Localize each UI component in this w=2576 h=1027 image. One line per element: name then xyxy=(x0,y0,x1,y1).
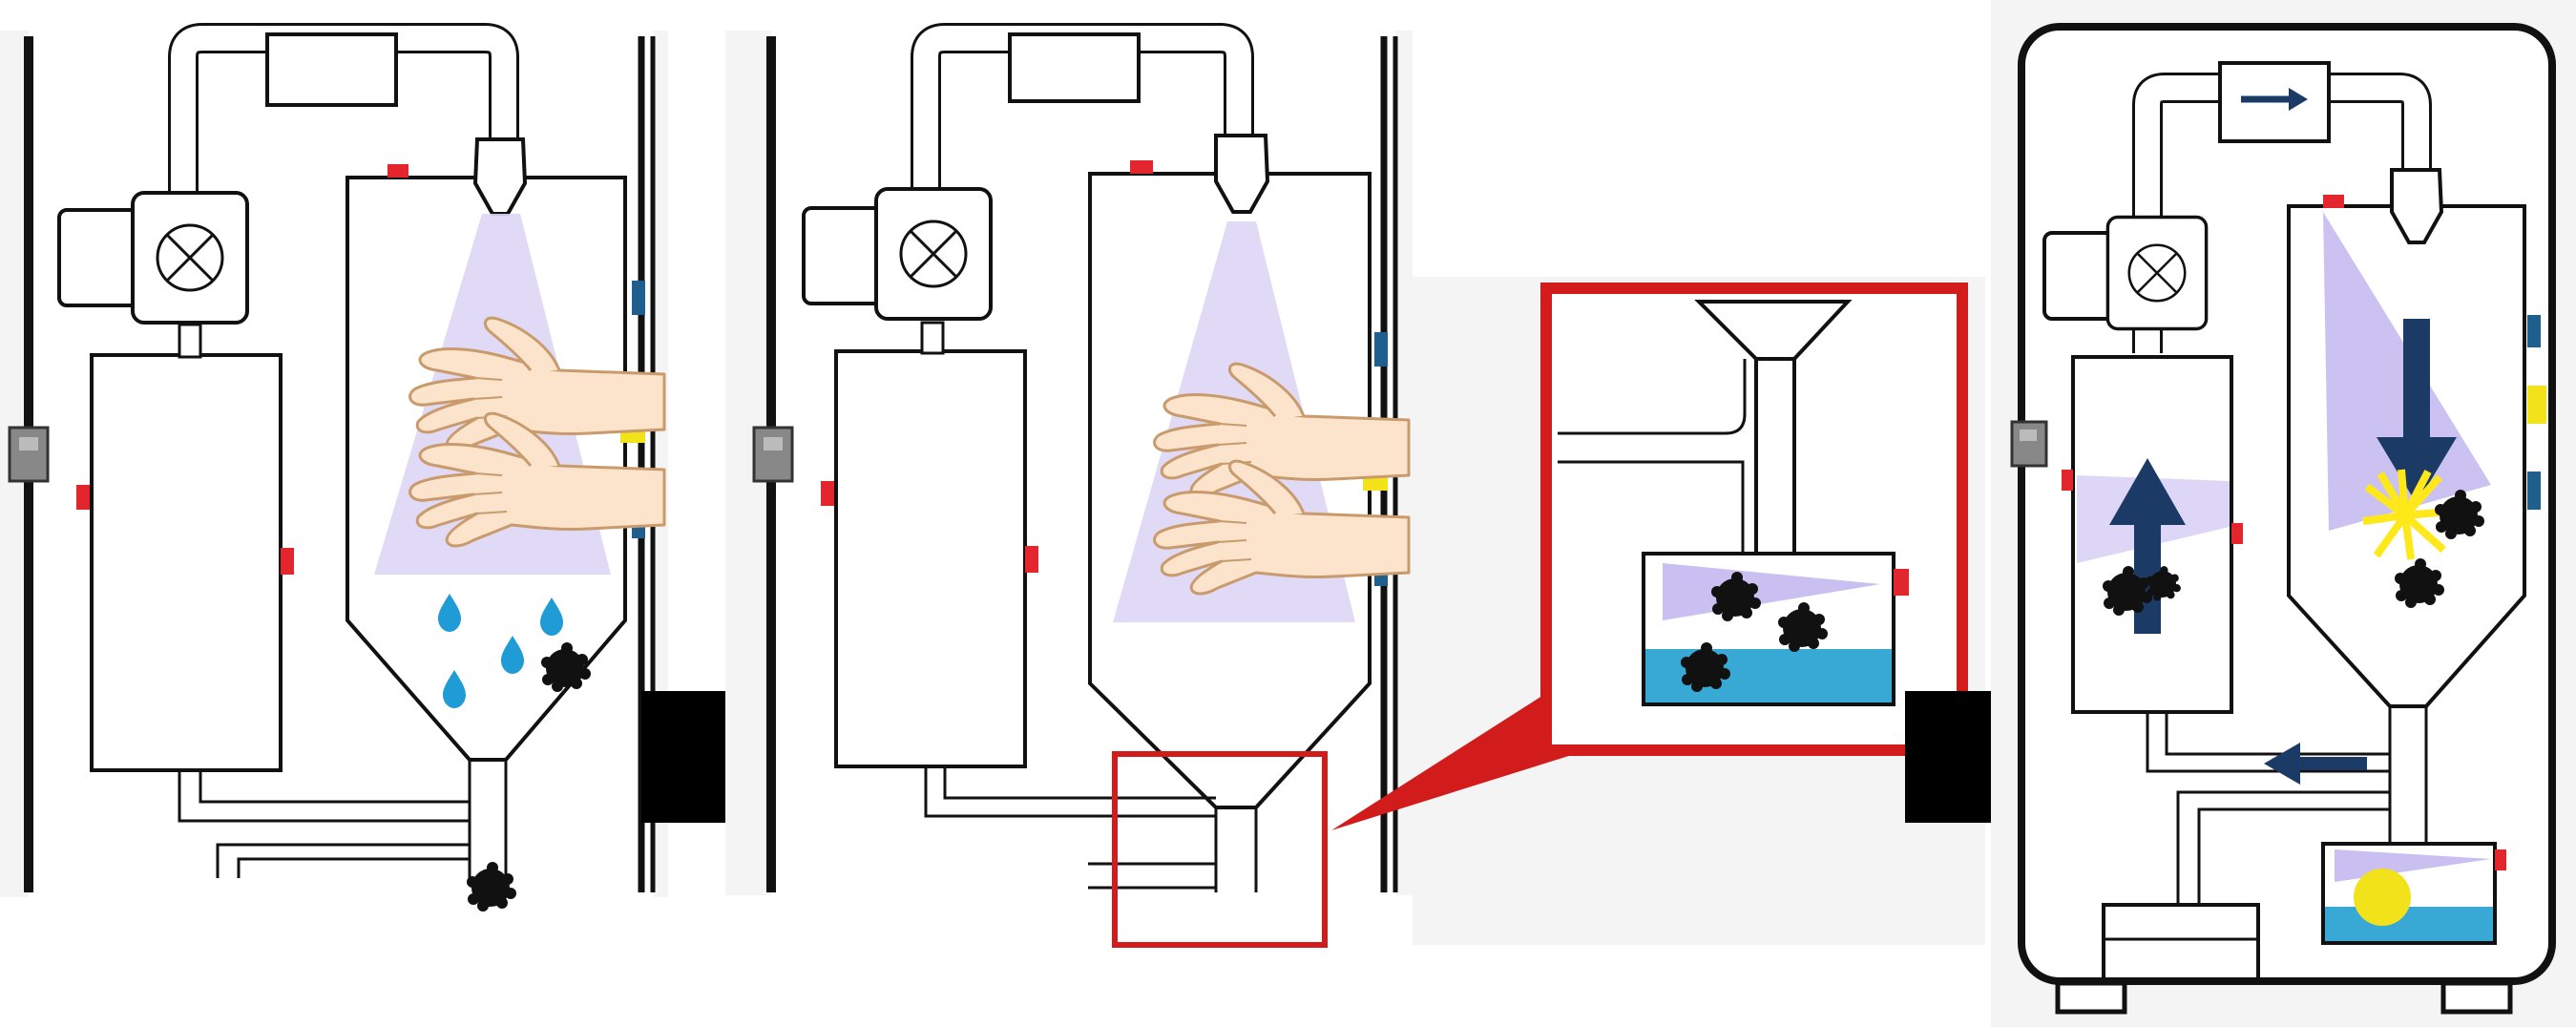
top-filter-box xyxy=(265,32,398,107)
valve xyxy=(752,426,794,483)
filter-box xyxy=(2102,903,2260,981)
fan-icon xyxy=(874,187,993,321)
fan-icon xyxy=(2105,215,2209,331)
panel-uv-light xyxy=(725,23,1413,948)
water-tank-fill xyxy=(1645,649,1892,702)
panel-cleaning-cycle xyxy=(1991,0,2576,1027)
panel-drain-zoom xyxy=(1331,277,1985,945)
duct-chamber xyxy=(834,349,1027,768)
zoom-connector xyxy=(1331,687,1575,830)
uv-burst-icon xyxy=(2362,469,2450,560)
panel-drying xyxy=(0,23,668,912)
zoom-frame xyxy=(1112,751,1328,948)
uv-burst-icon xyxy=(2354,869,2411,926)
fan-icon xyxy=(131,191,249,325)
valve xyxy=(8,426,50,483)
water-tank-fill xyxy=(2325,907,2493,941)
duct-chamber xyxy=(90,353,283,772)
